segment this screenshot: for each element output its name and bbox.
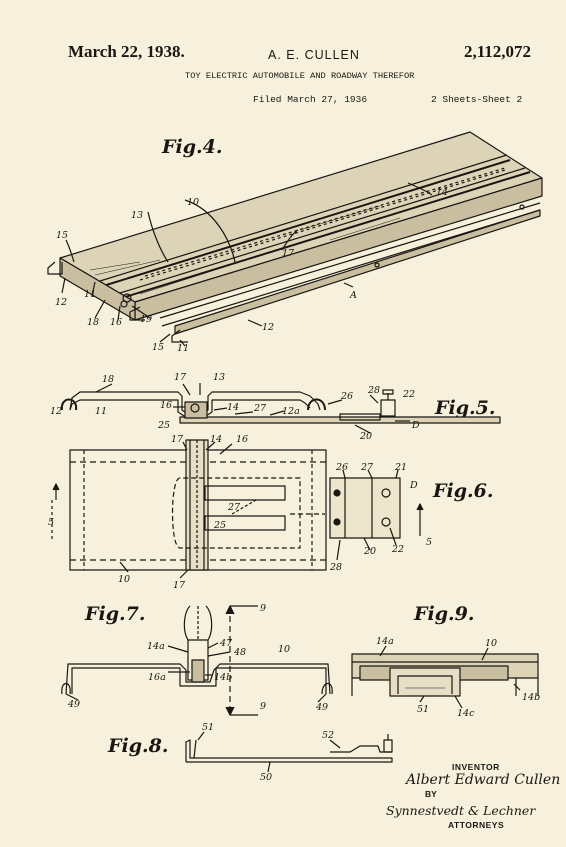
svg-text:27: 27: [227, 502, 241, 513]
svg-text:D: D: [411, 420, 420, 431]
fig6-plan-view: [51, 439, 424, 579]
svg-text:14: 14: [227, 402, 239, 413]
svg-text:9: 9: [260, 701, 266, 712]
by-label: BY: [425, 789, 437, 799]
svg-text:9: 9: [260, 603, 266, 614]
attorney-signature: Synnestvedt & Lechner: [386, 803, 536, 818]
svg-text:14c: 14c: [457, 708, 475, 719]
fig5-cross-section: [60, 383, 501, 434]
fig5-label: Fig.5.: [435, 397, 496, 419]
fig8-profile: [185, 731, 393, 773]
svg-text:10: 10: [118, 574, 130, 585]
patent-title: TOY ELECTRIC AUTOMOBILE AND ROADWAY THER…: [185, 71, 415, 81]
fig8-label: Fig.8.: [108, 735, 169, 757]
svg-text:25: 25: [157, 420, 170, 431]
svg-text:16: 16: [236, 434, 248, 445]
svg-text:51: 51: [202, 722, 214, 733]
svg-text:28: 28: [367, 385, 380, 396]
fig4-label: Fig.4.: [162, 136, 223, 158]
svg-text:27: 27: [253, 403, 267, 414]
svg-text:16: 16: [160, 400, 172, 411]
svg-text:17: 17: [171, 434, 184, 445]
fig9-section: [351, 645, 539, 709]
svg-text:5: 5: [426, 537, 432, 548]
svg-text:50: 50: [260, 772, 272, 783]
svg-text:11: 11: [95, 406, 107, 417]
svg-text:13: 13: [213, 372, 225, 383]
attorneys-label: ATTORNEYS: [448, 820, 505, 830]
svg-text:26: 26: [340, 391, 353, 402]
svg-text:51: 51: [417, 704, 429, 715]
svg-text:5: 5: [48, 517, 54, 528]
fig7-label: Fig.7.: [85, 603, 146, 625]
svg-text:48: 48: [233, 647, 246, 658]
svg-text:22: 22: [402, 389, 415, 400]
fig7-reference-numerals: 9 14a 47 48 10 16a 14b 49 9 49: [67, 603, 328, 713]
svg-text:10: 10: [278, 644, 290, 655]
svg-text:11: 11: [84, 289, 96, 300]
svg-text:12a: 12a: [282, 406, 300, 417]
fig7-section: [61, 605, 333, 716]
svg-text:28: 28: [329, 562, 342, 573]
fig6-reference-numerals: 17 14 16 26 27 21 D 27 5 25 5 22 28 20 1…: [48, 434, 432, 591]
sheet-count: 2 Sheets-Sheet 2: [431, 94, 523, 105]
patent-date: March 22, 1938.: [68, 42, 185, 61]
fig8-reference-numerals: 51 52 50: [202, 722, 334, 783]
svg-text:49: 49: [315, 702, 328, 713]
svg-text:15: 15: [56, 230, 68, 241]
inventor-label: INVENTOR: [452, 762, 500, 772]
svg-text:12: 12: [262, 322, 274, 333]
inventor-name: A. E. CULLEN: [268, 48, 360, 62]
svg-text:14a: 14a: [376, 636, 394, 647]
svg-text:26: 26: [335, 462, 348, 473]
fig5-reference-numerals: 18 17 13 16 14 27 12a 26 28 22 12 11 25 …: [50, 372, 420, 442]
svg-text:14b: 14b: [214, 672, 232, 683]
svg-text:47: 47: [219, 638, 233, 649]
fig4-track-drawing: [47, 131, 543, 347]
svg-text:27: 27: [360, 462, 374, 473]
svg-text:14b: 14b: [522, 692, 540, 703]
svg-text:17: 17: [282, 248, 295, 259]
filed-date: Filed March 27, 1936: [253, 94, 368, 105]
svg-text:15: 15: [152, 342, 164, 353]
svg-text:17: 17: [174, 372, 187, 383]
svg-text:A: A: [349, 290, 357, 301]
svg-text:12: 12: [55, 297, 67, 308]
svg-text:52: 52: [322, 730, 334, 741]
svg-text:18: 18: [102, 374, 114, 385]
fig4-reference-numerals: 10 13 14 15 17 12 11 18 16 19 A 15 11 12: [55, 187, 448, 354]
inventor-signature: Albert Edward Cullen: [406, 772, 561, 788]
svg-text:16: 16: [110, 317, 122, 328]
svg-text:21: 21: [394, 462, 407, 473]
svg-text:19: 19: [140, 314, 152, 325]
svg-text:14: 14: [210, 434, 222, 445]
svg-text:11: 11: [177, 343, 189, 354]
svg-text:49: 49: [67, 699, 80, 710]
fig9-reference-numerals: 14a 10 14b 51 14c: [376, 636, 540, 719]
svg-text:18: 18: [87, 317, 99, 328]
svg-text:10: 10: [187, 197, 199, 208]
svg-text:25: 25: [213, 520, 226, 531]
fig9-label: Fig.9.: [414, 603, 475, 625]
svg-text:14a: 14a: [147, 641, 165, 652]
fig6-label: Fig.6.: [433, 480, 494, 502]
svg-text:13: 13: [131, 210, 143, 221]
svg-text:12: 12: [50, 406, 62, 417]
svg-text:17: 17: [173, 580, 186, 591]
svg-text:20: 20: [363, 546, 376, 557]
patent-number: 2,112,072: [464, 42, 532, 61]
svg-text:16a: 16a: [148, 672, 166, 683]
svg-text:D: D: [409, 480, 418, 491]
svg-text:22: 22: [391, 544, 404, 555]
svg-text:14: 14: [436, 187, 448, 198]
svg-text:20: 20: [359, 431, 372, 442]
svg-text:10: 10: [485, 638, 497, 649]
